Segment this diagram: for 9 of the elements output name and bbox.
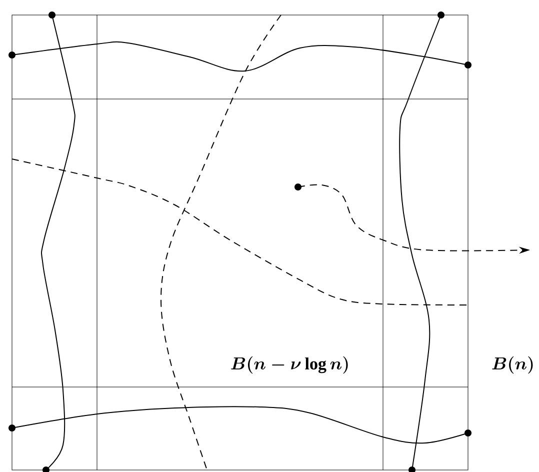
square-region: $B(n-\nu\log n)$ xyxy=(96,98,384,388)
dot xyxy=(438,12,444,18)
dot xyxy=(8,52,16,58)
dot xyxy=(294,184,302,190)
dot xyxy=(464,62,472,68)
dot xyxy=(464,430,472,436)
node-label: $B(n)$ xyxy=(492,356,533,374)
dot xyxy=(48,12,56,18)
dot xyxy=(8,424,16,432)
